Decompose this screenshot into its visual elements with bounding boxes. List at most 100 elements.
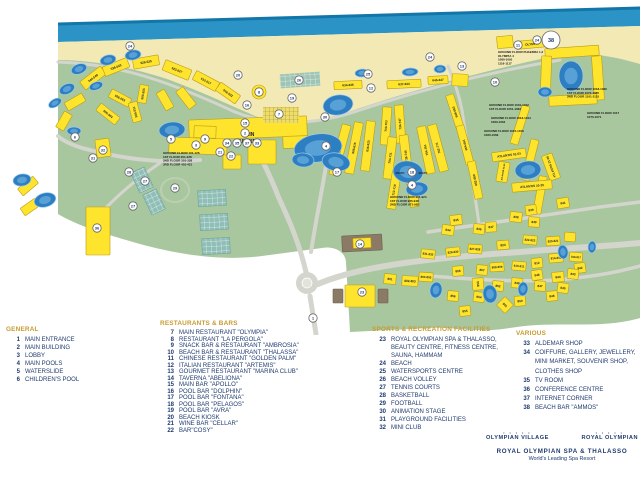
map-marker: 12: [366, 83, 376, 93]
legend-item-number: 16: [167, 388, 174, 395]
map-building-shape: [491, 147, 527, 163]
map-building-shape: [175, 86, 197, 110]
map-marker: 1: [308, 313, 318, 323]
map-building-shape: [566, 268, 580, 280]
map-marker-number: 30: [323, 115, 328, 120]
legend-item-label: ITALIAN RESTAURANT "ARTEMIS": [179, 362, 276, 369]
map-building-shape: [156, 89, 174, 111]
map-marker-circle: [226, 151, 236, 161]
map-building-label: 806: [455, 269, 461, 273]
map-pool: [517, 281, 529, 297]
legend-item-number: 4: [16, 361, 20, 367]
legend-item-label: POOL BAR "PELAGOS": [179, 401, 245, 408]
map-marker-circle: [254, 87, 264, 97]
map-building-shape: [416, 125, 436, 175]
pool-highlight: [541, 89, 549, 95]
map-marker: 23: [357, 287, 367, 297]
map-pool: [291, 152, 315, 168]
map-building-shape: [215, 82, 241, 104]
tennis-court-surface: [201, 236, 231, 256]
map-building: 704-711: [382, 136, 398, 180]
map-building: 827-828: [467, 243, 483, 255]
map-marker: 3: [191, 140, 201, 150]
map-marker-circle: [513, 40, 523, 50]
map-building: [332, 288, 344, 304]
map-marker: 22: [226, 151, 236, 161]
map-marker-number: 16: [245, 103, 250, 108]
map-building-shape: [55, 110, 73, 132]
map-building-shape: [530, 257, 544, 269]
map-marker-number: 35: [235, 141, 240, 146]
map-building-shape: [509, 104, 531, 146]
map-marker-number: 11: [516, 43, 521, 48]
map-marker-circle: [294, 75, 304, 85]
map-marker-number: 20: [236, 73, 241, 78]
map-building-label: 528-535: [140, 59, 152, 65]
map-building-shape: [568, 251, 584, 263]
map-building: ATLANTIS 01-03: [491, 147, 527, 163]
map-marker: 29: [170, 183, 180, 193]
roundabout-island: [301, 277, 313, 289]
map-marker: 27: [140, 176, 150, 186]
map-building: 500-504: [95, 103, 121, 125]
legend-item-number: 33: [523, 341, 530, 347]
map-marker-circle: [166, 134, 176, 144]
map-marker-circle: [140, 176, 150, 186]
map-marker: 21: [215, 147, 225, 157]
map-building-label: 754-761: [423, 144, 429, 156]
map-building-shape: [379, 106, 393, 146]
map-building: [64, 93, 86, 111]
map-marker: 8: [254, 87, 264, 97]
map-pool: [587, 240, 597, 254]
map-marker: 15: [240, 118, 250, 128]
map-marker-circle: [70, 132, 80, 142]
pool-highlight: [486, 289, 494, 299]
map-building-shape: [545, 290, 559, 302]
legend-item-number: 36: [523, 387, 530, 394]
map-building: 846: [545, 290, 559, 302]
map-marker-circle: [222, 138, 232, 148]
map-building: 844: [551, 271, 565, 283]
map-marker: 6: [70, 132, 80, 142]
map-marker: 24: [125, 41, 135, 51]
map-building-label: 662-669: [472, 174, 478, 186]
legend-item-number: 2: [16, 345, 20, 351]
map-pool: [482, 284, 498, 304]
map-building-label: 712-719: [391, 184, 397, 196]
map-marker-circle: [200, 134, 210, 144]
map-pool: [433, 64, 447, 74]
map-marker: 14: [355, 239, 365, 249]
map-pool: [557, 244, 569, 260]
map-building: 856: [446, 290, 460, 302]
map-building-shape: [132, 54, 160, 70]
map-pool: [59, 82, 75, 96]
map-marker: 24: [532, 35, 542, 45]
map-building: [55, 110, 73, 132]
map-building: 837: [484, 221, 498, 233]
map-building-shape: [511, 179, 553, 193]
legend-item-number: 5: [16, 369, 20, 375]
map-building-label: 762-771: [435, 142, 442, 154]
pool-highlight: [328, 156, 344, 168]
map-marker-circle: [407, 167, 417, 177]
map-marker-number: 36: [95, 226, 100, 231]
map-building-label: ATLANTIS 01-03: [497, 151, 521, 158]
map-marker: 35: [232, 138, 242, 148]
map-marker-number: 15: [243, 121, 248, 126]
map-building-label: 804-805: [420, 275, 431, 280]
map-pool: [558, 60, 584, 92]
map-building: 700-703: [379, 106, 393, 146]
map-building: 855: [458, 305, 472, 317]
map-building-label: 814-815: [550, 256, 561, 261]
